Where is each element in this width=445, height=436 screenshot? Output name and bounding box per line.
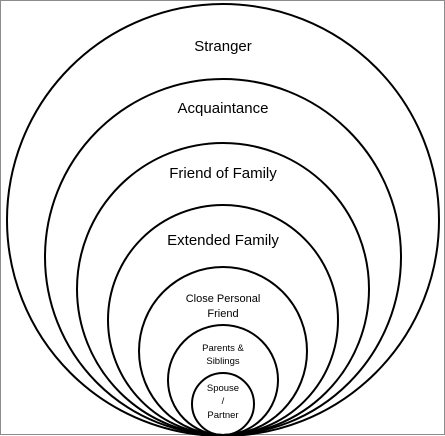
label-spouse-partner-line3: Partner <box>207 410 238 421</box>
ring-stranger <box>6 3 440 436</box>
label-parents-siblings-line1: Parents & <box>202 343 244 354</box>
label-acquaintance: Acquaintance <box>178 100 269 117</box>
label-friend-of-family: Friend of Family <box>169 165 277 182</box>
label-close-personal-friend-line1: Close Personal <box>186 293 261 305</box>
label-parents-siblings-line2: Siblings <box>206 356 240 367</box>
ring-acquaintance <box>44 78 402 436</box>
label-spouse-partner-line2: / <box>222 396 225 407</box>
label-close-personal-friend-line2: Friend <box>207 308 238 320</box>
label-spouse-partner-line1: Spouse <box>207 383 239 394</box>
label-extended-family: Extended Family <box>167 232 279 249</box>
label-stranger: Stranger <box>194 38 252 55</box>
